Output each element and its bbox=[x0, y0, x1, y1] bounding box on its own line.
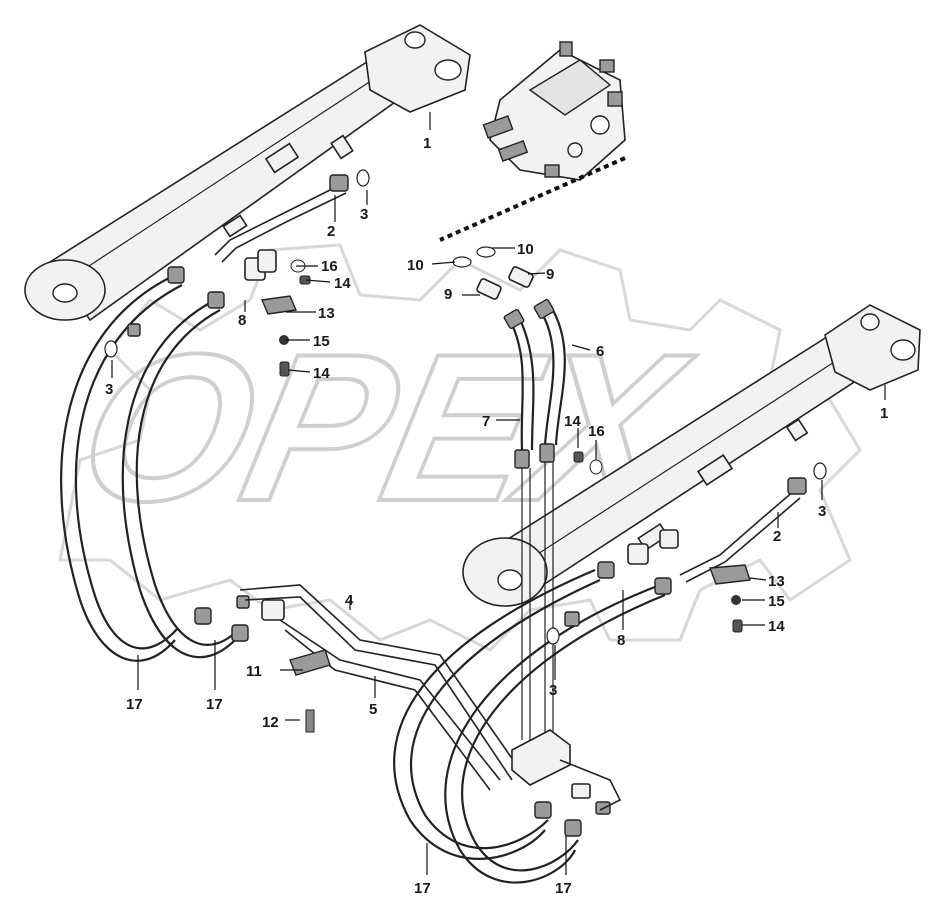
seals-3-right bbox=[546, 462, 827, 645]
callout-2: 2 bbox=[773, 528, 781, 545]
callout-2: 2 bbox=[327, 223, 335, 240]
clamp-13-left bbox=[260, 259, 311, 377]
callout-16: 16 bbox=[588, 423, 605, 440]
callout-17: 17 bbox=[206, 696, 223, 713]
callout-7: 7 bbox=[482, 413, 490, 430]
callout-5: 5 bbox=[369, 701, 377, 718]
callout-10: 10 bbox=[517, 241, 534, 258]
callout-3: 3 bbox=[818, 503, 826, 520]
fittings-left bbox=[127, 266, 250, 642]
callout-3: 3 bbox=[549, 682, 557, 699]
callout-14: 14 bbox=[334, 275, 351, 292]
leader-lines bbox=[111, 112, 886, 875]
callout-16: 16 bbox=[321, 258, 338, 275]
callout-14: 14 bbox=[768, 618, 785, 635]
valve-connection-dashes bbox=[439, 156, 626, 242]
callout-15: 15 bbox=[313, 333, 330, 350]
callout-12: 12 bbox=[262, 714, 279, 731]
callout-17: 17 bbox=[126, 696, 143, 713]
control-valve-block bbox=[482, 41, 626, 181]
callout-9: 9 bbox=[444, 286, 452, 303]
pipe-2-right bbox=[627, 477, 807, 583]
callout-8: 8 bbox=[617, 632, 625, 649]
callout-13: 13 bbox=[768, 573, 785, 590]
callout-14: 14 bbox=[313, 365, 330, 382]
distribution-block bbox=[511, 729, 622, 811]
callout-labels: 1 1 2 2 3 3 3 3 4 5 6 7 8 8 9 9 10 10 11… bbox=[105, 135, 888, 897]
pipe-8-left bbox=[244, 249, 277, 281]
callout-11: 11 bbox=[246, 663, 262, 680]
fittings-right bbox=[534, 561, 672, 837]
hydraulic-cylinder-right bbox=[462, 304, 921, 607]
callout-6: 6 bbox=[596, 343, 604, 360]
callout-15: 15 bbox=[768, 593, 785, 610]
callout-3: 3 bbox=[360, 206, 368, 223]
callout-17: 17 bbox=[414, 880, 431, 897]
hose-left-outer bbox=[60, 274, 183, 662]
hose-right-outer bbox=[393, 568, 601, 860]
hydraulic-cylinder-left bbox=[24, 24, 471, 322]
callout-9: 9 bbox=[546, 266, 554, 283]
pipes-4-5 bbox=[239, 584, 521, 791]
callout-8: 8 bbox=[238, 312, 246, 329]
callout-3: 3 bbox=[105, 381, 113, 398]
callout-13: 13 bbox=[318, 305, 335, 322]
callout-1: 1 bbox=[423, 135, 431, 152]
hose-left-inner bbox=[121, 299, 239, 659]
center-vertical-tubes bbox=[521, 462, 554, 740]
callout-10: 10 bbox=[407, 257, 424, 274]
callout-4: 4 bbox=[345, 592, 354, 609]
callout-14: 14 bbox=[564, 413, 581, 430]
fittings-9-10 bbox=[452, 246, 534, 300]
callout-17: 17 bbox=[555, 880, 572, 897]
callout-1: 1 bbox=[880, 405, 888, 422]
seals-3-left bbox=[104, 169, 370, 358]
pipe-2-left bbox=[214, 174, 349, 263]
